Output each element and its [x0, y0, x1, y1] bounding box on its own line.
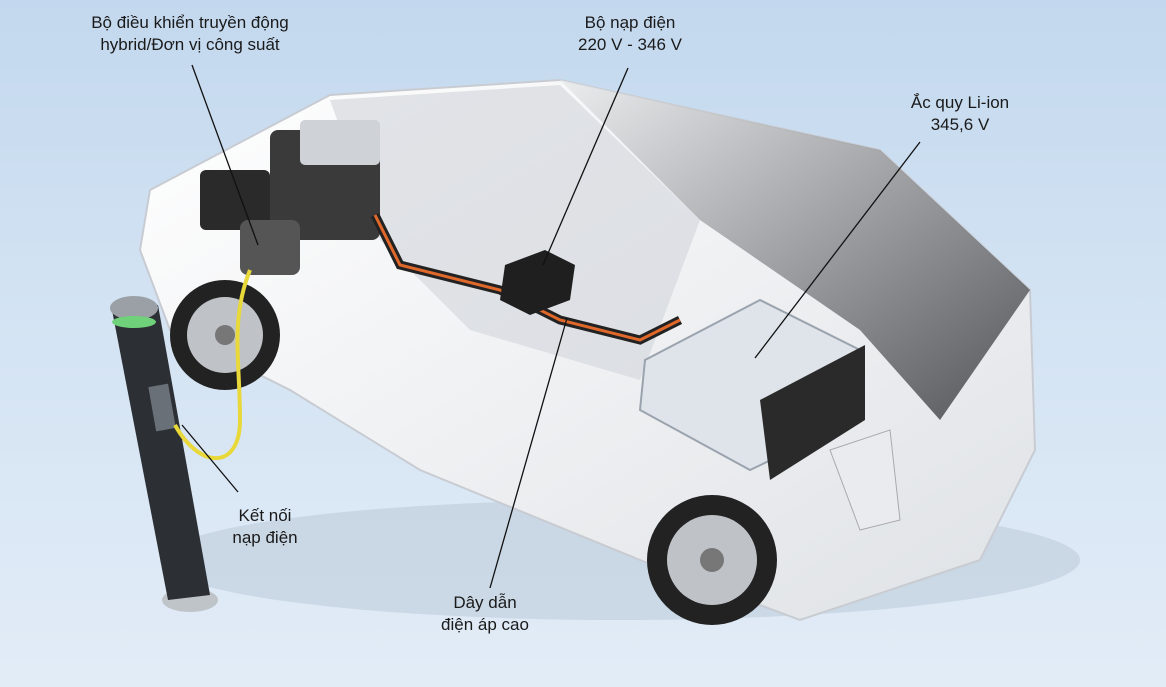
label-line: Bộ điều khiển truyền động: [91, 13, 289, 32]
label-line: hybrid/Đơn vị công suất: [100, 35, 280, 54]
charge-cable: [173, 269, 252, 461]
label-line: điện áp cao: [441, 615, 529, 634]
label-battery: Ắc quy Li-ion 345,6 V: [895, 92, 1025, 136]
tail-light: [829, 429, 901, 531]
power-control-unit: [200, 120, 380, 275]
rear-wheel: [647, 495, 777, 625]
front-wheel: [170, 280, 280, 390]
label-high-voltage-cable: Dây dẫn điện áp cao: [425, 592, 545, 636]
label-line: 345,6 V: [930, 115, 990, 134]
label-line: Bộ nạp điện: [584, 13, 676, 32]
label-line: nạp điện: [232, 528, 298, 547]
leader-lines: [181, 64, 921, 589]
label-line: Ắc quy Li-ion: [910, 93, 1010, 112]
interior: [330, 85, 700, 380]
label-line: 220 V - 346 V: [578, 35, 682, 54]
label-line: Dây dẫn: [453, 593, 517, 612]
label-power-control-unit: Bộ điều khiển truyền động hybrid/Đơn vị …: [40, 12, 340, 56]
label-charger: Bộ nạp điện 220 V - 346 V: [560, 12, 700, 56]
li-ion-battery-pack: [638, 298, 865, 480]
onboard-charger: [500, 250, 575, 315]
rear-window: [560, 80, 1030, 420]
label-charge-port: Kết nối nạp điện: [220, 505, 310, 549]
charging-station: [110, 296, 218, 612]
label-line: Kết nối: [238, 506, 292, 525]
